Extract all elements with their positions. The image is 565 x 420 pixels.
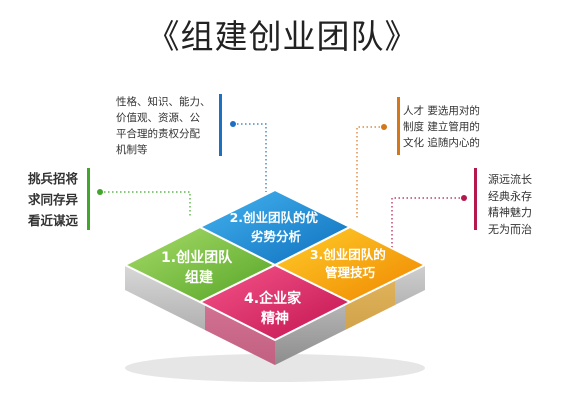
connector-top-right-dot — [381, 124, 387, 130]
segment-orange-line: 3.创业团队的 — [310, 247, 386, 262]
segment-green-line: 组建 — [185, 269, 213, 286]
note-top: 性格、知识、能力、 价值观、资源、公 平合理的责权分配 机制等 — [116, 94, 211, 158]
note-top-line: 平合理的责权分配 — [116, 128, 200, 140]
connector-right — [391, 197, 464, 248]
note-top-right: 人才 要选用对的 制度 建立管用的 文化 追随内心的 — [403, 103, 480, 151]
accent-bar-top — [219, 94, 222, 156]
segment-blue-line: 劣势分析 — [251, 229, 302, 244]
connector-left-dot — [97, 189, 103, 195]
accent-bar-top-right — [397, 97, 400, 155]
segment-pink-line: 精神 — [261, 310, 289, 327]
segment-pink-label: 4.企业家 精神 — [244, 290, 306, 327]
accent-bar-left — [87, 168, 90, 230]
segment-green-label: 1.创业团队 组建 — [161, 249, 237, 286]
page-title: 《组建创业团队》 — [146, 17, 419, 56]
connector-top-right — [356, 126, 384, 218]
note-right-line: 源远流长 — [488, 173, 532, 186]
connector-right-dot — [461, 195, 467, 201]
segment-blue-label: 2.创业团队的优 劣势分析 — [230, 210, 323, 244]
side-accent-orange — [345, 280, 395, 330]
accent-bar-right — [474, 168, 477, 230]
note-top-line: 性格、知识、能力、 — [116, 96, 211, 108]
segment-pink — [197, 263, 353, 342]
note-right: 源远流长 经典永存 精神魅力 无为而治 — [488, 172, 532, 238]
note-top-line: 价值观、资源、公 — [116, 112, 200, 124]
note-top-line: 机制等 — [116, 144, 148, 156]
note-left-line: 挑兵招将 — [28, 171, 79, 186]
segment-green-line: 1.创业团队 — [161, 249, 233, 266]
segment-pink-line: 4.企业家 — [244, 290, 302, 307]
note-right-line: 无为而治 — [488, 222, 532, 236]
note-right-line: 经典永存 — [488, 189, 532, 203]
note-top-right-line: 制度 建立管用的 — [403, 121, 480, 133]
note-top-right-line: 人才 要选用对的 — [403, 105, 480, 117]
note-top-right-line: 文化 追随内心的 — [403, 137, 480, 149]
segment-blue-line: 2.创业团队的优 — [230, 210, 319, 225]
note-left: 挑兵招将 求同存异 看近谋远 — [28, 168, 78, 231]
note-right-line: 精神魅力 — [488, 206, 532, 219]
segment-orange-line: 管理技巧 — [325, 265, 376, 280]
side-accent-pink — [205, 305, 275, 365]
segment-orange-label: 3.创业团队的 管理技巧 — [310, 247, 390, 280]
note-left-line: 看近谋远 — [28, 213, 79, 228]
platform-shadow — [125, 354, 425, 382]
note-left-line: 求同存异 — [28, 192, 79, 207]
connector-left — [100, 191, 191, 218]
connector-top-dot — [230, 121, 236, 127]
connector-top — [233, 123, 267, 192]
